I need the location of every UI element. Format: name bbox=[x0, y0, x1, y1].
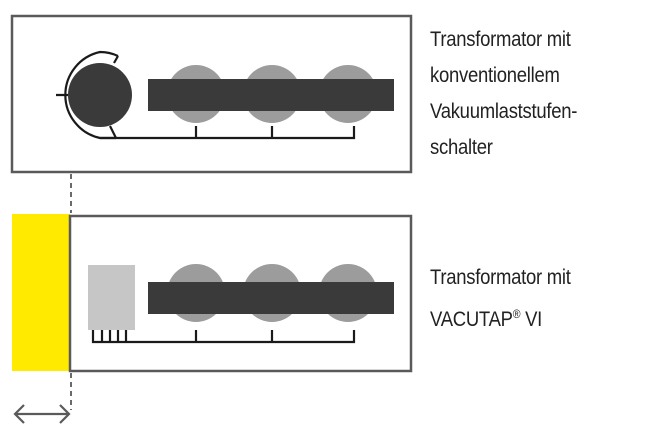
label-line: schalter bbox=[430, 136, 493, 159]
core-bar bbox=[148, 79, 394, 111]
product-name: VACUTAP bbox=[430, 308, 513, 331]
space-saving-highlight bbox=[12, 214, 70, 371]
registered-mark: ® bbox=[512, 307, 521, 321]
label-line: Transformator mit bbox=[430, 266, 571, 289]
bottom-windings bbox=[148, 264, 394, 322]
bottom-transformer-label: Transformator mit VACUTAP® VI bbox=[430, 260, 571, 338]
bottom-bus-line bbox=[91, 330, 356, 344]
label-line: Transformator mit bbox=[430, 28, 571, 51]
top-bus-line bbox=[100, 126, 356, 140]
top-windings bbox=[148, 65, 394, 123]
top-transformer-label: Transformator mit konventionellem Vakuum… bbox=[430, 22, 577, 166]
tap-changer-diverter bbox=[68, 63, 132, 127]
label-line: konventionellem bbox=[430, 64, 560, 87]
label-line: VACUTAP® VI bbox=[430, 296, 571, 338]
tap-selector-arc bbox=[56, 50, 119, 140]
double-arrow-icon bbox=[13, 404, 71, 424]
product-suffix: VI bbox=[520, 308, 543, 331]
vacutap-unit bbox=[88, 265, 135, 330]
label-line: Vakuumlaststufen- bbox=[430, 100, 578, 123]
core-bar bbox=[148, 282, 394, 314]
